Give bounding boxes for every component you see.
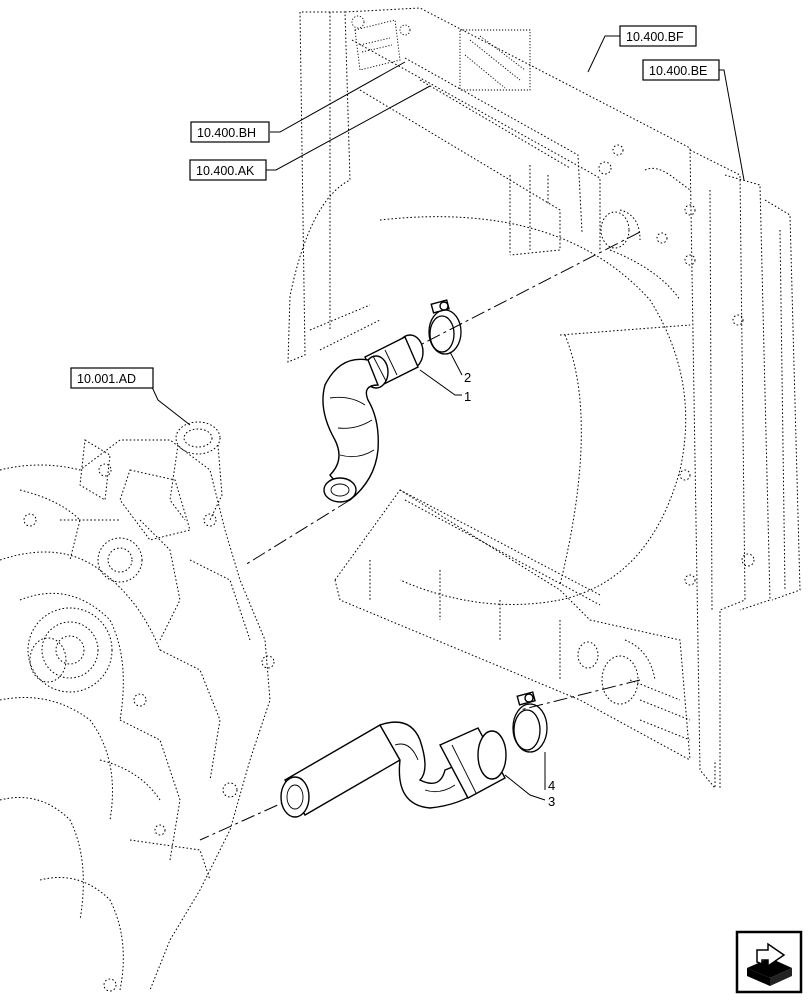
part-callouts: 2 1 4 3: [419, 351, 555, 809]
radiator-assembly: [287, 7, 801, 790]
callout-2[interactable]: 2: [464, 370, 471, 385]
ref-10-400-ak[interactable]: 10.400.AK: [196, 164, 255, 178]
upper-axis-radiator: [419, 231, 641, 346]
reference-callouts: 10.400.BF 10.400.BE 10.400.BH 10.400.AK …: [70, 25, 745, 426]
part-1-upper-hose[interactable]: [322, 334, 424, 503]
ref-10-400-bh[interactable]: 10.400.BH: [197, 126, 256, 140]
part-2-upper-clamp[interactable]: [428, 299, 462, 355]
callout-1[interactable]: 1: [464, 389, 471, 404]
lower-axis-radiator: [519, 679, 641, 711]
callout-3[interactable]: 3: [548, 794, 555, 809]
ref-10-400-bf[interactable]: 10.400.BF: [626, 30, 684, 44]
ref-10-400-be[interactable]: 10.400.BE: [649, 64, 707, 78]
part-4-lower-clamp[interactable]: [512, 691, 548, 753]
ref-10-001-ad[interactable]: 10.001.AD: [77, 372, 136, 386]
upper-axis-engine: [244, 499, 351, 566]
navigation-arrow-icon[interactable]: [735, 930, 803, 994]
engine-assembly: [0, 421, 275, 992]
part-3-lower-hose[interactable]: [280, 721, 507, 818]
callout-4[interactable]: 4: [548, 778, 555, 793]
